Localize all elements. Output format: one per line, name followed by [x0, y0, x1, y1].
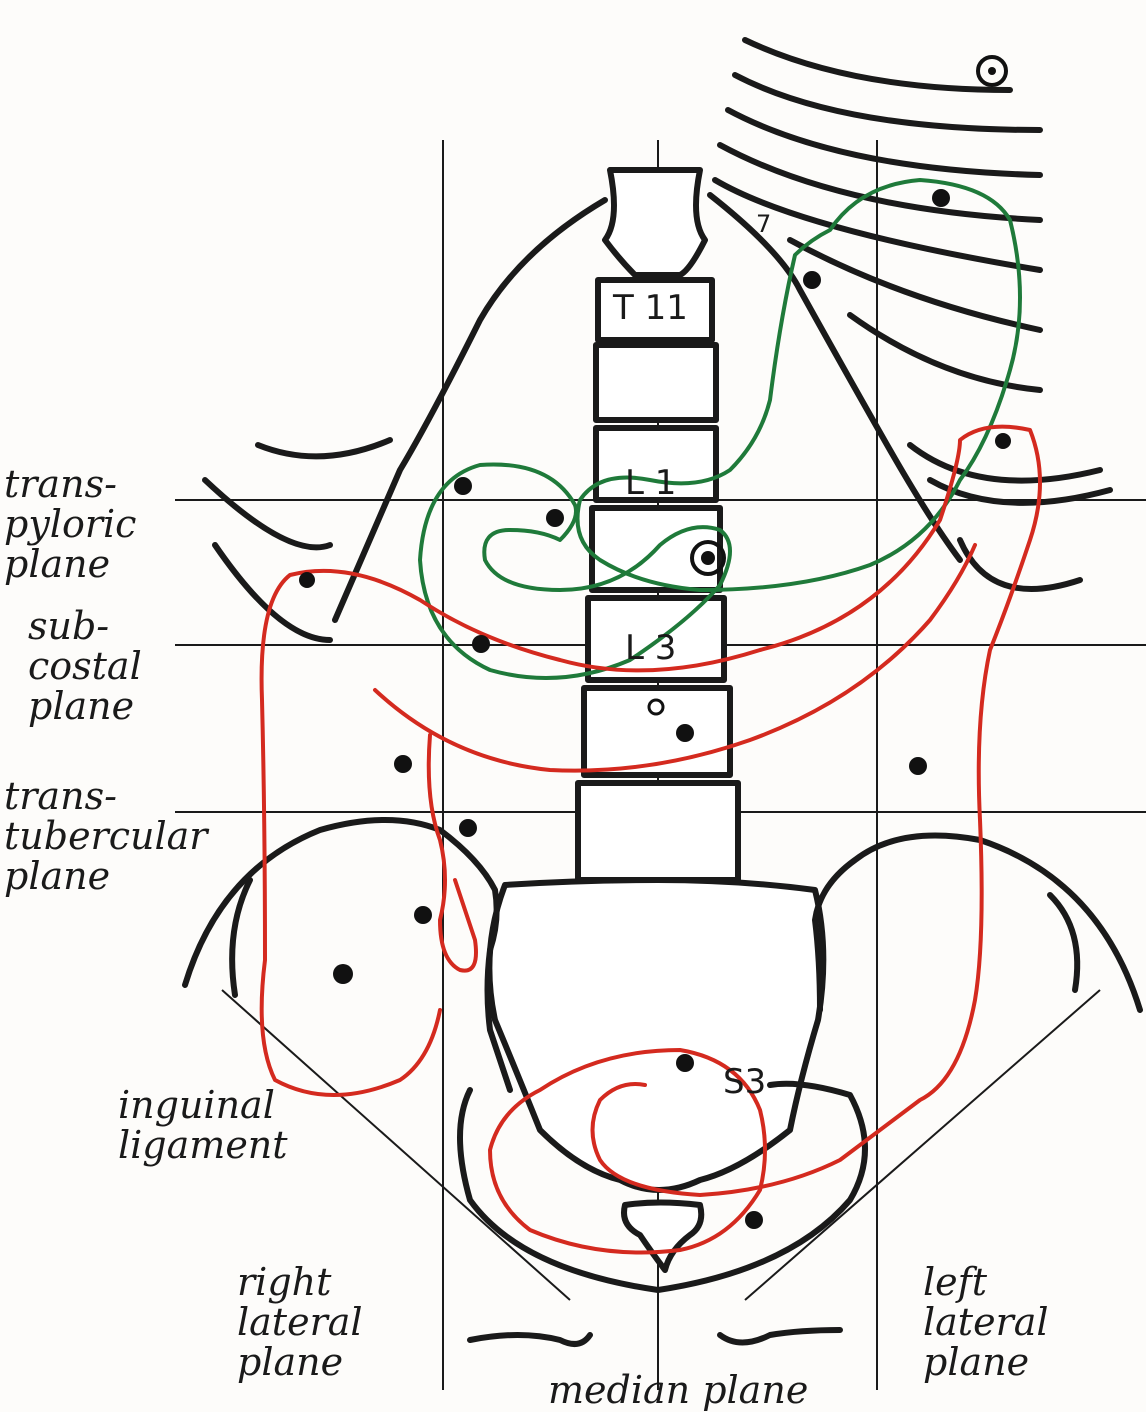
subcostal-plane-label: sub- costal plane — [28, 606, 142, 726]
right-ilium-inner — [232, 880, 250, 995]
rib7-label: 7 — [756, 210, 771, 238]
vertebral-column — [578, 170, 738, 880]
left-rib — [745, 40, 1010, 90]
right-rib — [205, 480, 330, 547]
transtubercular-plane-label: trans- tubercular plane — [4, 776, 207, 896]
left-ilium-inner — [1050, 895, 1077, 990]
coccyx — [624, 1203, 701, 1271]
pubic-region-left — [720, 1330, 840, 1343]
t11-label: T 11 — [613, 288, 688, 328]
s3-label: S3 — [723, 1062, 766, 1102]
median-plane-label: median plane — [548, 1370, 808, 1410]
transpyloric-plane-label: trans- pyloric plane — [4, 464, 136, 584]
left-rib — [910, 445, 1100, 481]
right-costal-margin — [335, 200, 605, 620]
inguinal-ligament-label: inguinal ligament — [118, 1085, 288, 1165]
left-lateral-plane-label: left lateral plane — [923, 1262, 1049, 1382]
left-rib — [720, 145, 1040, 220]
pubic-region-right — [470, 1335, 590, 1344]
l3-label: L 3 — [625, 628, 676, 668]
l1-label: L 1 — [625, 463, 676, 503]
right-rib — [258, 440, 390, 456]
sacrum — [489, 880, 823, 1190]
left-rib — [790, 240, 1040, 330]
right-lateral-plane-label: right lateral plane — [237, 1262, 363, 1382]
right-rib — [215, 545, 330, 640]
